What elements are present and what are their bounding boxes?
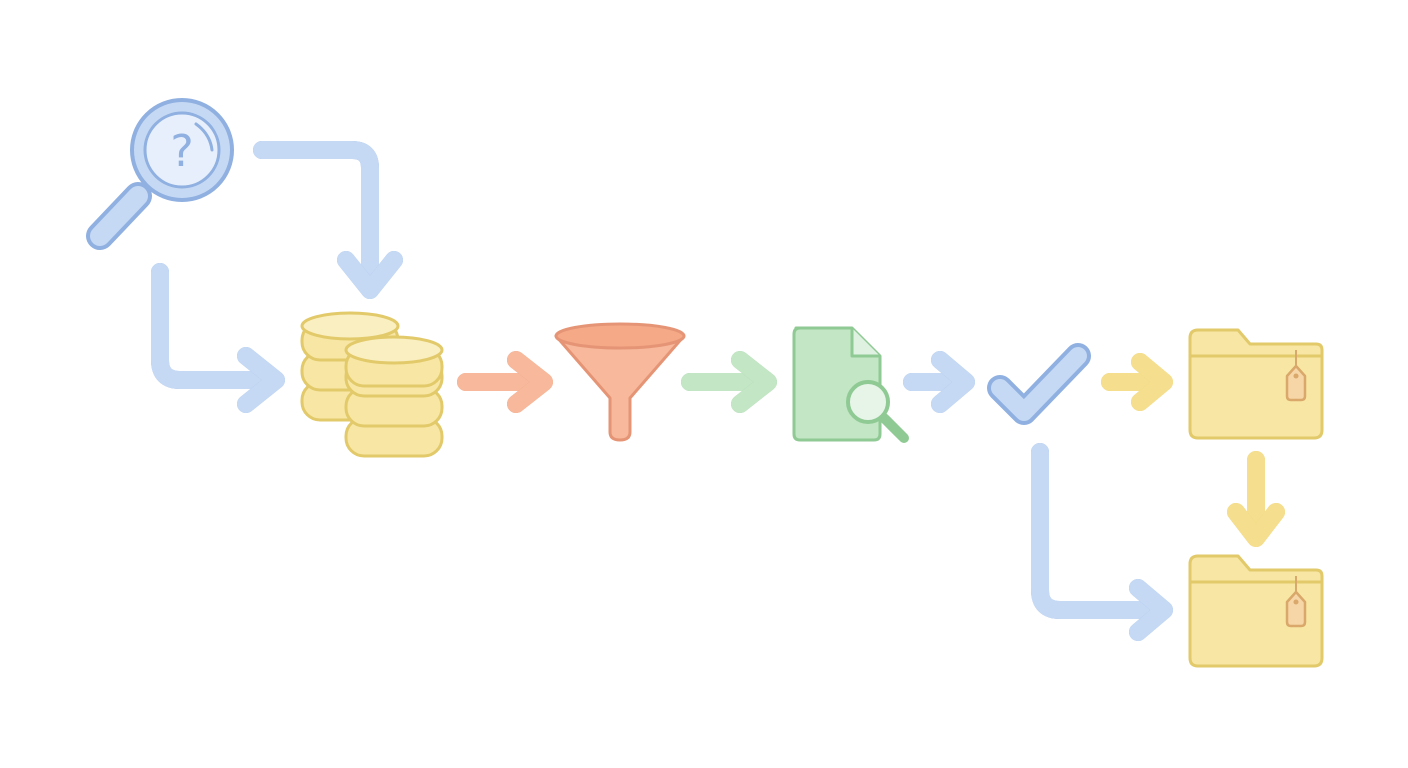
- tag-icon: [1285, 350, 1307, 402]
- tag-icon: [1285, 576, 1307, 628]
- arrow-funnel-to-document: [681, 351, 777, 413]
- question-mark-label: ?: [170, 126, 193, 177]
- funnel-icon: [554, 322, 686, 442]
- tagged-folder-icon-1: [1188, 328, 1324, 440]
- arrow-folder-1-to-folder-2: [1227, 451, 1285, 547]
- search-question-icon: ?: [86, 98, 234, 250]
- checkmark-icon: [987, 343, 1091, 425]
- document-search-icon: [792, 326, 909, 443]
- arrow-check-to-folder-2: [1031, 443, 1173, 641]
- database-front-stack: [344, 335, 444, 458]
- tagged-folder-icon-2: [1188, 554, 1324, 668]
- arrow-search-to-database-top: [253, 141, 403, 299]
- arrow-database-to-funnel: [457, 351, 553, 413]
- database-stack-icon: [300, 311, 444, 458]
- arrow-search-to-database-bottom: [151, 263, 285, 413]
- arrow-document-to-check: [903, 351, 975, 413]
- arrow-check-to-folder-1: [1101, 353, 1173, 411]
